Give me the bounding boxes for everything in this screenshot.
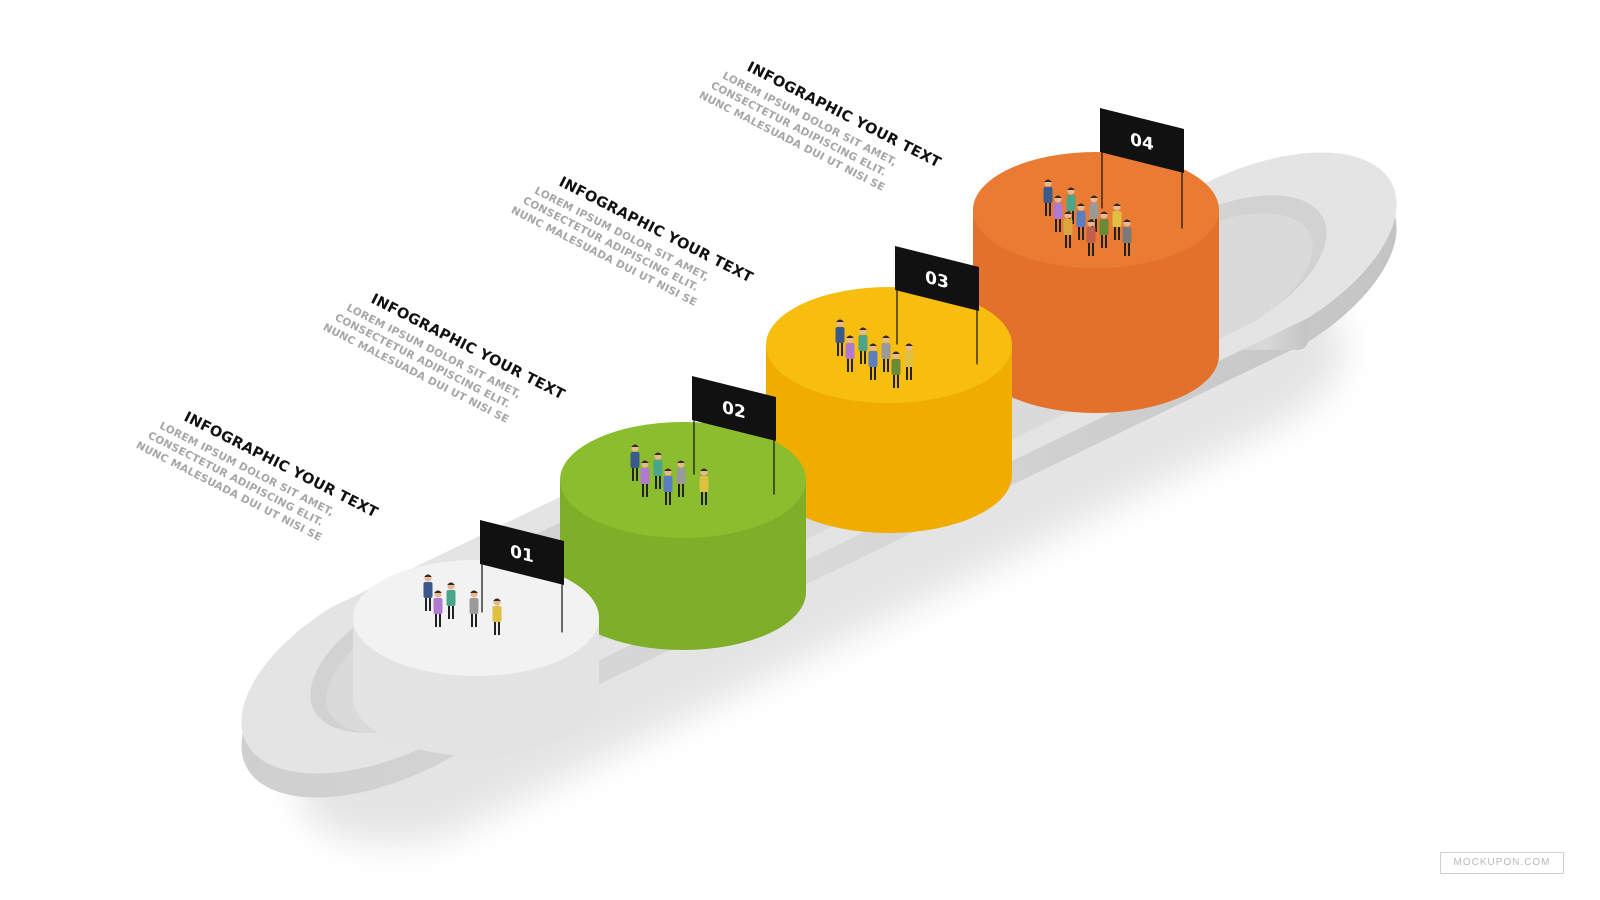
person-figure [1099, 211, 1109, 248]
person-figure [1063, 211, 1073, 248]
step-4-cylinder-bottom [973, 297, 1219, 413]
person-figure [1076, 203, 1086, 240]
step-2-cylinder-bottom [560, 534, 806, 650]
step-1-flag: 01 [480, 520, 564, 633]
step-3-flag: 03 [895, 245, 979, 365]
step-4-flag: 04 [1100, 108, 1184, 229]
step-4-number: 04 [1130, 130, 1154, 156]
person-figure [423, 574, 433, 611]
person-figure [881, 335, 891, 372]
step-3-number: 03 [925, 268, 949, 294]
person-figure [492, 598, 502, 635]
person-figure [433, 590, 443, 627]
step-2-flag-banner [692, 376, 776, 441]
person-figure [1112, 203, 1122, 240]
step-3-cylinder-bottom [766, 417, 1012, 533]
person-figure [835, 319, 845, 356]
step-1-label: INFOGRAPHIC YOUR TEXT LOREM IPSUM DOLOR … [134, 409, 380, 544]
person-figure [1053, 195, 1063, 232]
person-figure [1086, 219, 1096, 256]
person-figure [845, 335, 855, 372]
person-figure [469, 590, 479, 627]
step-2: 02 [560, 376, 806, 650]
step-3-flag-banner [895, 245, 979, 311]
person-figure [446, 582, 456, 619]
person-figure [1122, 219, 1132, 256]
step-3-people-group [835, 319, 914, 388]
step-1-number: 01 [510, 542, 534, 568]
step-2-label: INFOGRAPHIC YOUR TEXT LOREM IPSUM DOLOR … [321, 291, 567, 426]
person-figure [868, 343, 878, 380]
person-figure [630, 444, 640, 481]
watermark: MOCKUPON.COM [1440, 852, 1564, 874]
person-figure [653, 452, 663, 489]
person-figure [904, 343, 914, 380]
person-figure [1043, 179, 1053, 216]
step-4-people-group [1043, 179, 1132, 256]
step-1-cylinder-bottom [353, 640, 599, 756]
step-2-people-group [630, 444, 709, 505]
person-figure [891, 351, 901, 388]
person-figure [640, 460, 650, 497]
step-4-flag-banner [1100, 108, 1184, 173]
step-4-label: INFOGRAPHIC YOUR TEXT LOREM IPSUM DOLOR … [697, 59, 943, 194]
step-4: 04 [973, 108, 1219, 413]
step-2-number: 02 [722, 398, 746, 424]
step-3: 03 [766, 245, 1012, 533]
step-1: 01 [353, 520, 599, 756]
step-1-flag-banner [480, 520, 564, 585]
person-figure [858, 327, 868, 364]
person-figure [676, 460, 686, 497]
person-figure [663, 468, 673, 505]
person-figure [699, 468, 709, 505]
step-2-flag: 02 [692, 376, 776, 495]
step-3-label: INFOGRAPHIC YOUR TEXT LOREM IPSUM DOLOR … [509, 174, 755, 309]
step-1-people-group [423, 574, 502, 635]
